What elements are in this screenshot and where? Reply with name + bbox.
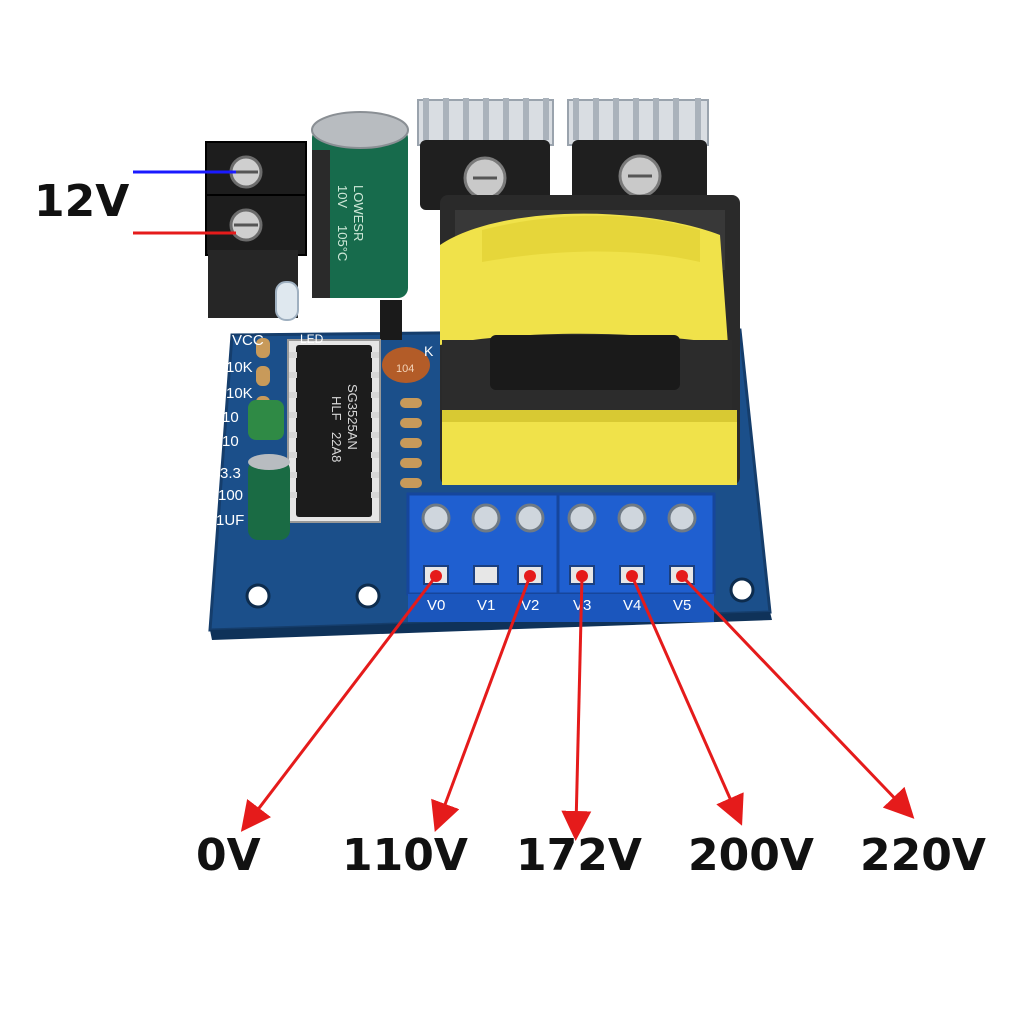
terminal-label-v2: V2	[521, 597, 539, 614]
terminal-screw-icon	[617, 503, 647, 533]
plus-mark: +	[338, 298, 358, 336]
silk-led: LED	[300, 332, 324, 346]
cap-marking-line3: 105°C	[335, 225, 350, 261]
terminal-screw-icon	[421, 503, 451, 533]
terminal-socket	[473, 565, 499, 585]
output-voltage-label-v4: 200V	[688, 830, 814, 881]
resistor-column	[400, 398, 422, 488]
ic-chip	[287, 339, 381, 523]
terminal-screw-icon	[515, 503, 545, 533]
terminal-label-v5: V5	[673, 597, 691, 614]
mounting-hole	[355, 583, 381, 609]
silk-r2: 10K	[226, 385, 253, 402]
heat-sink-right	[567, 98, 709, 205]
output-terminal-block	[406, 492, 716, 622]
ic-marking-line3: 22A8	[329, 432, 344, 462]
output-voltage-label-v5: 220V	[860, 830, 986, 881]
silk-c1: 3.3	[220, 465, 241, 482]
ic-marking-line1: SG3525AN	[345, 384, 360, 450]
terminal-label-v4: V4	[623, 597, 641, 614]
heat-sink-left	[417, 98, 554, 210]
led	[275, 281, 299, 321]
output-arrow-v5	[680, 574, 915, 819]
silk-r3: 10	[222, 409, 239, 426]
silk-k: K	[424, 343, 434, 359]
input-voltage-label: 12V	[34, 176, 130, 227]
mounting-hole	[245, 583, 271, 609]
silk-vcc: VCC	[232, 332, 264, 349]
silk-r1: 10K	[226, 359, 253, 376]
mounting-hole	[729, 577, 755, 603]
input-terminal-block	[205, 141, 307, 318]
transformer	[440, 195, 740, 485]
silk-c2: 100	[218, 487, 243, 504]
ceramic-cap-marking: 104	[396, 363, 414, 375]
output-voltage-label-v0: 0V	[196, 830, 261, 881]
output-arrow-v2	[431, 575, 532, 833]
cap-marking-line2: 10V	[335, 185, 350, 208]
terminal-label-v1: V1	[477, 597, 495, 614]
terminal-screw-icon	[667, 503, 697, 533]
small-electrolytic-capacitor	[248, 454, 290, 540]
terminal-screw-icon	[567, 503, 597, 533]
output-arrow-v4	[630, 575, 744, 826]
output-voltage-label-v3: 172V	[516, 830, 642, 881]
output-voltage-label-v2: 110V	[342, 830, 468, 881]
terminal-screw-icon	[471, 503, 501, 533]
cap-marking-line1: LOWESR	[351, 185, 366, 241]
silk-r4: 10	[222, 433, 239, 450]
electrolytic-capacitor	[311, 111, 409, 298]
output-arrow-v0	[240, 575, 438, 832]
terminal-label-v0: V0	[427, 597, 445, 614]
silk-c3: 1UF	[216, 512, 244, 529]
output-arrow-v3	[561, 575, 592, 841]
ceramic-capacitor	[382, 347, 430, 383]
ic-marking-line2: HLF	[329, 396, 344, 421]
